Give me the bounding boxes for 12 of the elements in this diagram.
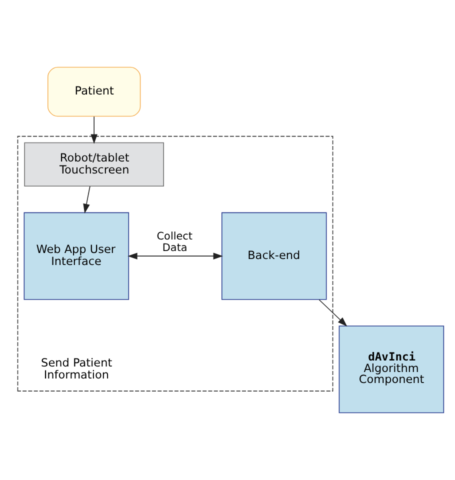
node-box: dAvInci Algorithm Component — [338, 326, 444, 414]
arrow — [83, 186, 90, 214]
node-box: Web App User Interface — [24, 212, 130, 300]
arrow — [128, 252, 223, 260]
arrow — [318, 299, 348, 326]
label: Send Patient Information — [41, 356, 112, 382]
node-box: Robot/tablet Touchscreen — [24, 142, 164, 187]
node-box: Patient — [47, 66, 141, 117]
arrow — [90, 116, 98, 144]
edge-label: Collect Data — [156, 230, 193, 254]
node-box: Back-end — [221, 212, 327, 300]
cluster — [17, 136, 334, 392]
